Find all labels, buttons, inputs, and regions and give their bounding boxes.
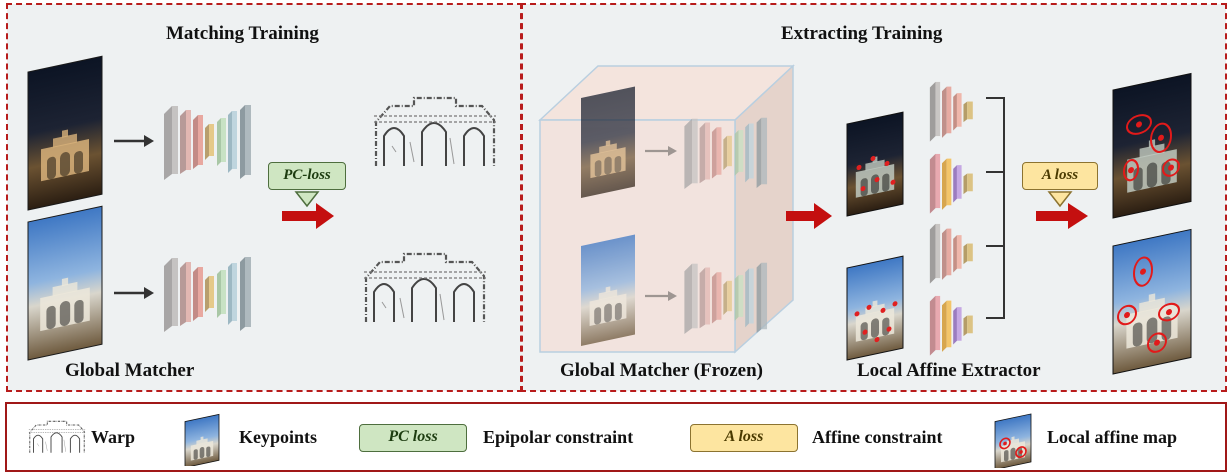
a-loss-box: A loss [1022,162,1098,190]
day-photo-left [27,205,103,361]
legend-warp-label: Warp [91,427,136,447]
night-photo-left [27,55,103,211]
red-arrow-affine [1036,203,1088,229]
extracting-title: Extracting Training [781,23,943,44]
network-top-left [164,105,251,180]
pc-loss-box: PC-loss [268,162,346,190]
pc-loss-pointer [294,191,320,208]
night-photo-affine [1112,72,1192,219]
frozen-cube [538,64,795,354]
matching-panel-border [6,3,523,392]
black-arrow-bottom [114,287,154,299]
black-arrow-top [114,135,154,147]
legend-epipolar-label: Epipolar constraint [483,427,634,447]
aggregation-bracket [986,97,1005,319]
local-affine-map-icon [994,413,1032,468]
day-photo-keypoints [846,255,904,361]
encoder-2 [929,153,973,214]
legend-keypoints-label: Keypoints [239,427,318,447]
night-photo-frozen [581,86,635,198]
warp-bottom [358,246,492,330]
red-arrow-extracting [786,203,832,229]
day-photo-frozen [581,234,635,346]
encoder-4 [929,295,973,356]
encoder-3 [929,223,973,284]
warp-icon [27,418,87,456]
encoder-1 [929,81,973,142]
pipeline-diagram [27,55,1192,375]
a-loss-pointer [1047,191,1073,208]
frozen-matcher-caption: Global Matcher (Frozen) [560,360,763,381]
red-arrow-matching [282,203,334,229]
keypoints-icon [184,413,220,466]
legend: Warp Keypoints PC loss Epipolar constrai… [5,402,1227,472]
local-affine-extractor-caption: Local Affine Extractor [857,360,1041,381]
extracting-panel-border [520,3,1227,392]
warp-top [368,90,502,174]
legend-local-affine-label: Local affine map [1047,427,1177,447]
legend-a-loss-box: A loss [690,424,798,452]
network-bottom-left [164,257,251,332]
night-photo-keypoints [846,111,904,217]
global-matcher-caption: Global Matcher [65,360,195,381]
day-photo-affine [1112,228,1192,375]
matching-title: Matching Training [166,23,319,44]
legend-pc-loss-box: PC loss [359,424,467,452]
legend-affine-label: Affine constraint [812,427,943,447]
